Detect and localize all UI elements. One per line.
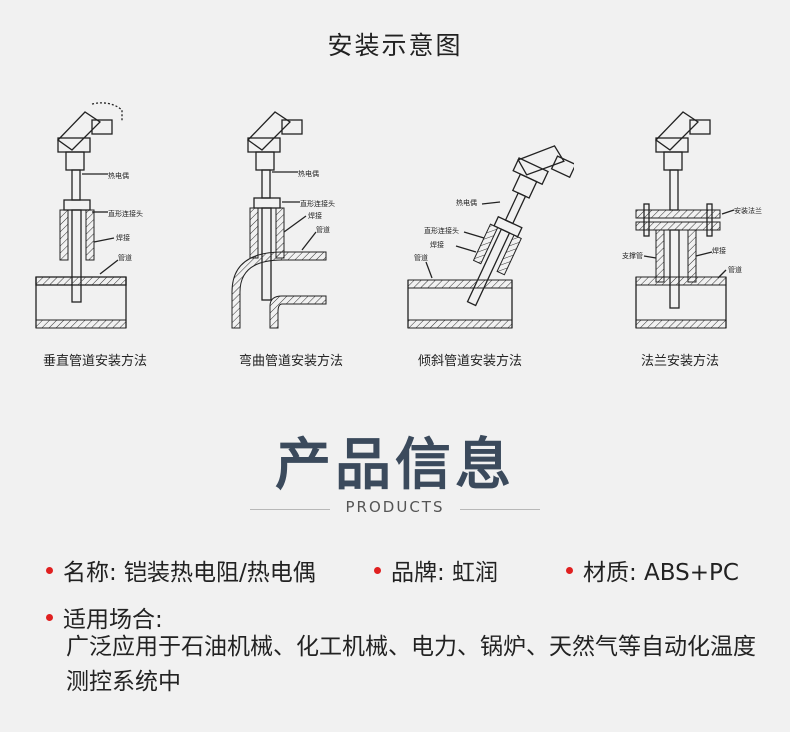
- usage-text: 广泛应用于石油机械、化工机械、电力、锅炉、天然气等自动化温度测控系统中: [66, 634, 756, 695]
- products-subtitle-wrap: PRODUCTS: [0, 498, 790, 520]
- install-title: 安装示意图: [327, 31, 463, 60]
- bullet-dot-icon: [46, 614, 53, 621]
- product-name: 名称: 铠装热电阻/热电偶: [63, 560, 316, 586]
- bent-pipe-diagram: 热电偶 直形连接头 焊接 管道: [222, 92, 392, 342]
- bullet-dot-icon: [374, 567, 381, 574]
- caption-flange: 法兰安装方法: [640, 354, 719, 369]
- product-brand: 品牌: 虹润: [391, 560, 499, 586]
- usage-label: 适用场合:: [63, 607, 163, 633]
- caption-bent: 弯曲管道安装方法: [238, 354, 343, 369]
- divider-left: [250, 509, 330, 510]
- svg-text:支撑管: 支撑管: [622, 251, 643, 260]
- usage-label-row: 适用场合:: [46, 600, 163, 634]
- svg-text:管道: 管道: [316, 225, 330, 234]
- divider-right: [460, 509, 540, 510]
- svg-text:焊接: 焊接: [116, 233, 130, 242]
- svg-text:焊接: 焊接: [308, 211, 322, 220]
- product-brand-row: 品牌: 虹润: [374, 553, 498, 587]
- svg-text:焊接: 焊接: [430, 240, 444, 249]
- flange-diagram: 安装法兰 支撑管 焊接 管道: [600, 92, 770, 342]
- bullet-dot-icon: [566, 567, 573, 574]
- svg-text:安装法兰: 安装法兰: [734, 206, 762, 215]
- inclined-pipe-diagram: 热电偶 直形连接头 焊接 管道: [404, 92, 574, 342]
- svg-text:热电偶: 热电偶: [108, 171, 129, 180]
- svg-text:管道: 管道: [414, 253, 428, 262]
- product-name-row: 名称: 铠装热电阻/热电偶: [46, 553, 316, 587]
- svg-text:管道: 管道: [118, 253, 132, 262]
- product-material: 材质: ABS+PC: [583, 560, 739, 586]
- svg-text:管道: 管道: [728, 265, 742, 274]
- vertical-pipe-diagram: 热电偶 直形连接头 焊接 管道: [30, 92, 200, 342]
- svg-text:直形连接头: 直形连接头: [108, 209, 143, 218]
- caption-inclined: 倾斜管道安装方法: [417, 354, 522, 369]
- caption-vertical: 垂直管道安装方法: [42, 354, 147, 369]
- products-subtitle: PRODUCTS: [345, 498, 445, 516]
- svg-text:直形连接头: 直形连接头: [424, 226, 459, 235]
- svg-text:焊接: 焊接: [712, 246, 726, 255]
- svg-text:热电偶: 热电偶: [456, 198, 477, 207]
- bullet-dot-icon: [46, 567, 53, 574]
- product-material-row: 材质: ABS+PC: [566, 553, 739, 587]
- svg-text:热电偶: 热电偶: [298, 169, 319, 178]
- svg-text:直形连接头: 直形连接头: [300, 199, 335, 208]
- products-title: 产品信息: [275, 433, 515, 498]
